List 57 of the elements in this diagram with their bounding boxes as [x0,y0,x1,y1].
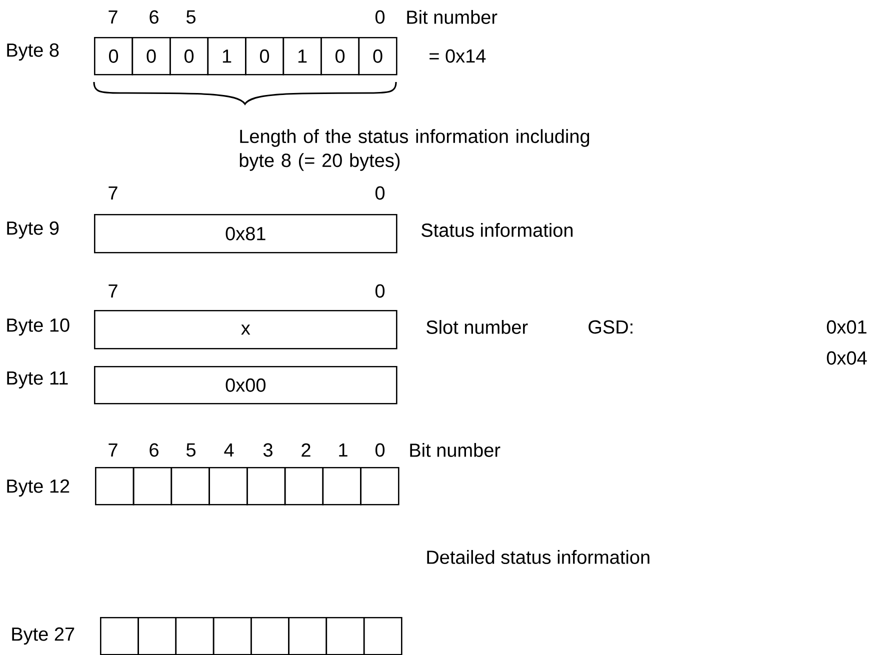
bit-cell [212,617,252,655]
byte-box: x [94,310,398,350]
bit-cell [322,467,362,506]
bit-cell [246,467,286,506]
bit-number: 3 [263,443,272,457]
bit-number: 7 [108,10,118,24]
bit-cell [208,467,248,506]
byte-box: 0x00 [94,366,398,404]
bit-number: 7 [108,284,118,298]
bit-cell: 0 [94,37,134,76]
bit-cell [100,617,139,655]
bit-number: 5 [186,443,196,457]
bit-cell [95,467,134,506]
byte-label: Byte 10 [7,318,70,336]
axis-caption: Bit number [410,443,500,457]
byte-label: Byte 8 [7,43,59,61]
value-note: 0x01 [826,320,866,334]
bit-cell: 0 [170,37,209,76]
bit-number: 0 [375,10,385,24]
bit-number: 1 [339,443,348,457]
value-note: 0x04 [826,351,867,365]
bit-cell [326,617,365,655]
value-note: GSD: [588,320,632,334]
axis-caption: Bit number [407,10,498,24]
value-note: = 0x14 [430,49,486,63]
bit-number: 6 [150,10,158,24]
bit-cell [138,617,177,655]
bit-number: 5 [186,10,196,24]
field-description: Status information [422,223,573,237]
byte-box: 0x81 [94,214,398,254]
bit-cell: 1 [207,37,246,76]
bit-cell [132,467,172,506]
bit-cell: 0 [320,37,360,76]
byte-label: Byte 27 [12,627,74,645]
bit-cell [288,617,328,655]
bit-cell: 1 [282,37,322,76]
byte-label: Byte 11 [7,372,68,388]
bit-cell [363,617,402,655]
bit-cell [250,617,290,655]
byte-label: Byte 9 [7,221,59,239]
bit-cell [284,467,324,506]
bit-cell: 0 [132,37,171,76]
bit-cell [360,467,400,506]
bit-number: 7 [108,443,118,457]
bit-cell [175,617,214,655]
bit-cell: 0 [358,37,398,76]
bit-cell: 0 [245,37,284,76]
bit-number: 2 [302,443,310,457]
bit-number: 0 [375,284,385,298]
length-note: Length of the status information including byte 8 (= 20 bytes) [240,129,590,171]
bit-number: 6 [150,443,158,457]
bit-number: 4 [224,443,234,457]
byte-label: Byte 12 [7,479,70,497]
field-description: Detailed status information [427,550,650,564]
bit-number: 0 [375,443,385,457]
field-description: Slot number [426,320,528,334]
bit-cell [170,467,210,506]
